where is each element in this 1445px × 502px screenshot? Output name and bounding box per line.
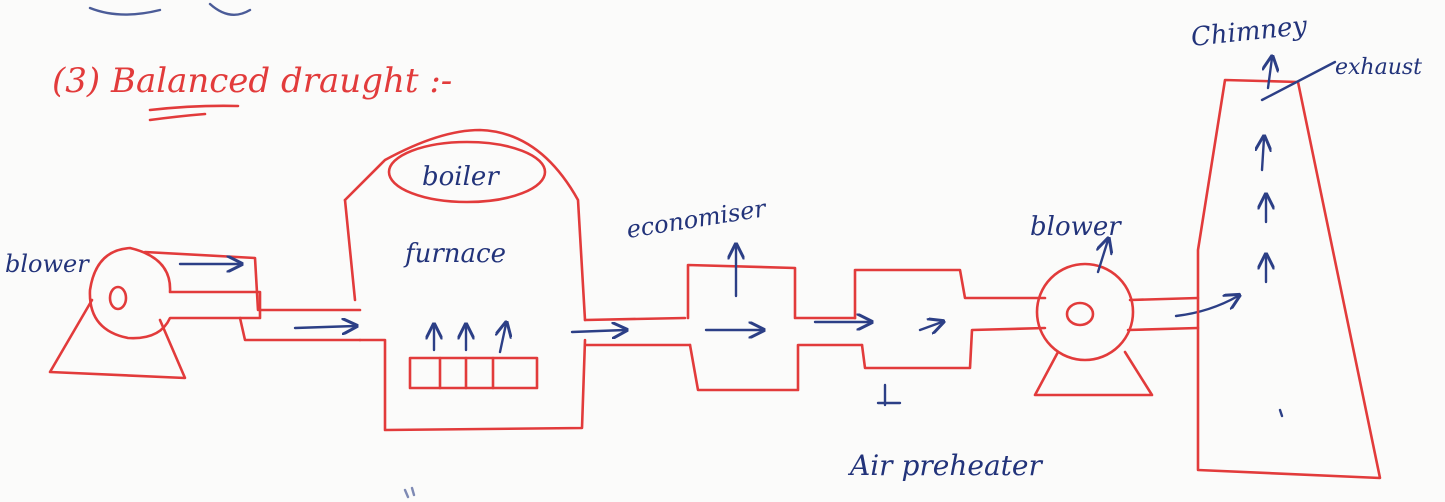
- heading-underline: [148, 104, 240, 122]
- economiser: [686, 263, 864, 392]
- furnace-label: furnace: [403, 239, 506, 269]
- left-blower: [48, 246, 362, 380]
- boiler-drum: [387, 140, 547, 204]
- right-blower-label: blower: [1030, 212, 1122, 242]
- chimney-label: Chimney: [1190, 11, 1309, 53]
- heading: (3) Balanced draught :-: [52, 61, 452, 101]
- air-preheater: [853, 268, 1047, 370]
- furnace: [343, 128, 587, 432]
- economiser-label: economiser: [625, 194, 770, 244]
- chimney: [1196, 78, 1382, 480]
- right-blower: [1033, 262, 1200, 397]
- boiler-label: boiler: [422, 162, 500, 192]
- exhaust-label: exhaust: [1335, 55, 1422, 80]
- left-blower-label: blower: [5, 250, 90, 278]
- air-preheater-label: Air preheater: [847, 449, 1043, 482]
